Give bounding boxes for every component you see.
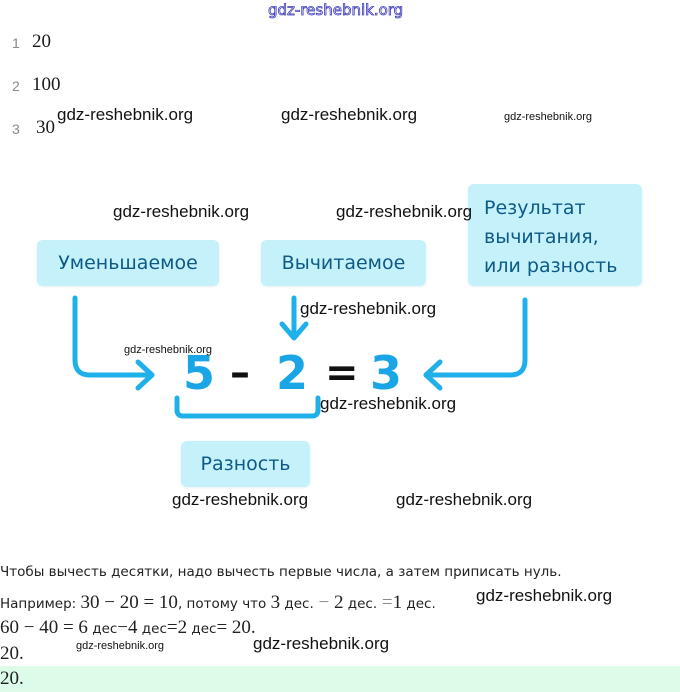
result-line-highlighted: 20.	[0, 668, 24, 689]
calc-part: = 20.	[216, 617, 256, 638]
watermark: gdz-reshebnik.org	[172, 490, 309, 509]
difference-bracket	[174, 395, 321, 419]
minuend-label: Уменьшаемое	[58, 252, 198, 274]
example-prefix: Например:	[0, 596, 77, 612]
calc-part: 60 − 40 = 6	[0, 617, 88, 638]
calc-part: =2	[166, 617, 188, 638]
answer-value: 100	[32, 74, 61, 95]
watermark: gdz-reshebnik.org	[113, 202, 250, 221]
example-value: 2	[333, 592, 344, 613]
example-unit: дес.	[280, 596, 314, 612]
watermark: gdz-reshebnik.org	[57, 105, 194, 124]
result-label-line: вычитания,	[484, 226, 599, 248]
watermark: gdz-reshebnik.org	[504, 111, 593, 123]
answer-number: 1	[12, 35, 20, 51]
example-math: 30 − 20 = 10	[80, 592, 178, 613]
answer-number: 3	[12, 121, 20, 137]
rule-text: Чтобы вычесть десятки, надо вычесть перв…	[0, 564, 562, 580]
difference-box: Разность	[181, 441, 310, 487]
highlighted-answer-row	[0, 666, 680, 692]
equation-subtrahend: 2	[276, 346, 309, 400]
example-value: 1	[392, 592, 403, 613]
subtrahend-label: Вычитаемое	[281, 252, 406, 274]
equation-minuend: 5	[183, 346, 216, 400]
result-arrowhead	[423, 359, 443, 391]
calc-unit: дес	[87, 621, 118, 637]
example-value: 3	[270, 592, 281, 613]
calc-unit: дес	[187, 621, 217, 637]
calculation-line: 60 − 40 = 6 дес−4 дес=2 дес= 20.	[0, 617, 256, 639]
equation-minus: –	[230, 350, 250, 396]
answer-value: 20	[32, 31, 51, 52]
watermark: gdz-reshebnik.org	[300, 299, 437, 318]
watermark: gdz-reshebnik.org	[76, 640, 165, 652]
watermark: gdz-reshebnik.org	[396, 490, 533, 509]
watermark: gdz-reshebnik.org	[336, 202, 473, 221]
calc-part: −4	[117, 617, 138, 638]
example-unit: дес.	[402, 596, 436, 612]
example-line: Например: 30 − 20 = 10, потому что 3 дес…	[0, 592, 436, 614]
example-mid: , потому что	[177, 596, 267, 612]
answer-value: 30	[36, 117, 55, 138]
example-operator: −	[313, 592, 334, 613]
watermark: gdz-reshebnik.org	[320, 394, 457, 413]
calc-unit: дес	[137, 621, 167, 637]
difference-label: Разность	[200, 453, 291, 475]
equation-result: 3	[370, 346, 403, 400]
watermark: gdz-reshebnik.org	[476, 586, 613, 605]
result-label-line: или разность	[484, 255, 618, 277]
result-line: 20.	[0, 643, 24, 664]
minuend-arrowhead	[135, 359, 155, 391]
example-operator: =	[377, 592, 393, 613]
result-label-line: Результат	[484, 197, 586, 219]
subtrahend-arrowhead	[279, 321, 309, 341]
subtrahend-box: Вычитаемое	[261, 240, 426, 286]
minuend-box: Уменьшаемое	[37, 240, 219, 286]
result-arrow	[423, 297, 528, 378]
watermark: gdz-reshebnik.org	[281, 105, 418, 124]
watermark: gdz-reshebnik.org	[253, 634, 390, 653]
result-box: Результат вычитания, или разность	[468, 184, 642, 286]
watermark-top: gdz-reshebnik.org	[268, 1, 404, 20]
minuend-arrow	[72, 295, 153, 378]
equation-equals: =	[325, 350, 359, 396]
watermark: gdz-reshebnik.org	[124, 344, 213, 356]
example-unit: дес.	[343, 596, 378, 612]
answer-number: 2	[12, 78, 20, 94]
